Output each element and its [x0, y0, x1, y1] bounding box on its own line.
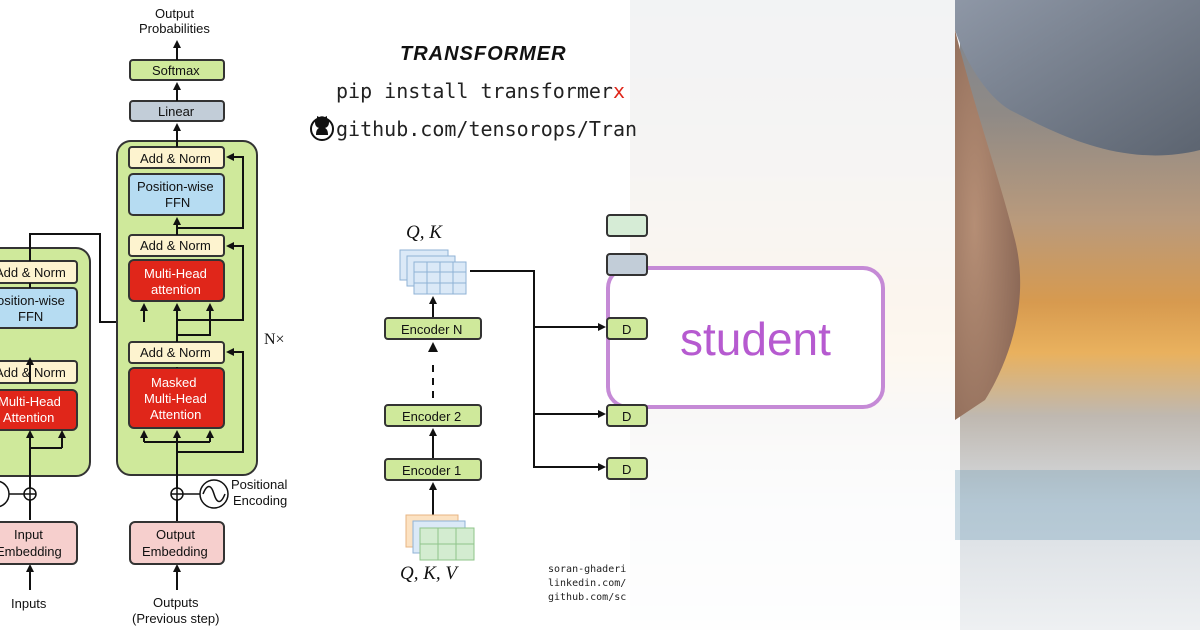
encoder-positional-encoding-icon [0, 480, 10, 508]
svg-text:Input: Input [14, 527, 43, 542]
svg-text:Multi-Head: Multi-Head [144, 391, 207, 406]
pip-command: pip install transformerx [336, 79, 625, 103]
qkv-label: Q, K, V [400, 563, 459, 584]
svg-text:Masked: Masked [151, 375, 197, 390]
banner: TRANSFORMER pip install transformerx git… [310, 43, 637, 141]
svg-text:Position-wise: Position-wise [137, 179, 214, 194]
encoder-ffn [0, 287, 78, 329]
transformer-architecture: Add & Norm osition-wise FFN Add & Norm M… [0, 6, 287, 626]
svg-text:D: D [622, 409, 631, 424]
footer-line-1: soran-ghaderi [548, 564, 626, 575]
svg-text:Encoder 1: Encoder 1 [402, 463, 461, 478]
svg-text:Add & Norm: Add & Norm [0, 365, 66, 380]
svg-text:D: D [622, 462, 631, 477]
svg-text:osition-wise: osition-wise [0, 293, 65, 308]
svg-text:Embedding: Embedding [142, 544, 208, 559]
svg-text:Multi-Head: Multi-Head [144, 266, 207, 281]
student-tag: student [606, 266, 885, 409]
qk-matrix-stack [399, 249, 467, 295]
svg-text:Add & Norm: Add & Norm [140, 151, 211, 166]
encoder-decoder-diagram: Q, K Encoder N Encoder 2 Encoder 1 [384, 214, 648, 603]
decoder-mha [128, 259, 225, 302]
decoder-top-block [606, 214, 648, 237]
svg-text:FFN: FFN [165, 195, 190, 210]
svg-text:Add & Norm: Add & Norm [140, 238, 211, 253]
svg-text:Output: Output [155, 6, 194, 21]
banner-title: TRANSFORMER [400, 43, 567, 65]
footer-line-3: github.com/sc [548, 592, 626, 603]
svg-text:Attention: Attention [3, 410, 54, 425]
encoder-1 [384, 458, 482, 481]
face-shape [955, 30, 1021, 420]
svg-text:Embedding: Embedding [0, 544, 62, 559]
svg-text:Add & Norm: Add & Norm [140, 345, 211, 360]
svg-text:D: D [622, 322, 631, 337]
cap-shape [955, 0, 1200, 156]
svg-text:Encoding: Encoding [233, 493, 287, 508]
svg-text:FFN: FFN [18, 309, 43, 324]
qk-label: Q, K [406, 222, 443, 243]
svg-text:Multi-Head: Multi-Head [0, 394, 61, 409]
decoder-1-block [606, 457, 648, 480]
svg-text:Probabilities: Probabilities [139, 21, 210, 36]
decoder-linear-block [606, 253, 648, 276]
encoder-2 [384, 404, 482, 427]
svg-text:Encoder N: Encoder N [401, 322, 462, 337]
student-tag-label: student [680, 313, 831, 365]
svg-text:Positional: Positional [231, 477, 287, 492]
output-embedding [129, 521, 225, 565]
decoder-2-block [606, 404, 648, 427]
encoder-add-norm-top [0, 260, 78, 284]
svg-text:Encoder 2: Encoder 2 [402, 409, 461, 424]
svg-text:Linear: Linear [158, 104, 195, 119]
decoder-n-block [606, 317, 648, 340]
qkv-matrix-stack [405, 514, 475, 561]
svg-text:Output: Output [156, 527, 195, 542]
svg-text:(Previous step): (Previous step) [132, 611, 219, 626]
svg-text:Attention: Attention [150, 407, 201, 422]
footer-line-2: linkedin.com/ [548, 578, 626, 589]
svg-text:Add & Norm: Add & Norm [0, 265, 66, 280]
github-url: github.com/tensorops/Tran [336, 117, 637, 141]
svg-text:attention: attention [151, 282, 201, 297]
nx-label: N× [264, 331, 285, 348]
inputs-label: Inputs [11, 596, 47, 611]
encoder-n [384, 317, 482, 340]
decoder-ffn [128, 173, 225, 216]
svg-text:Outputs: Outputs [153, 595, 199, 610]
input-embedding [0, 521, 78, 565]
svg-text:Softmax: Softmax [152, 63, 200, 78]
